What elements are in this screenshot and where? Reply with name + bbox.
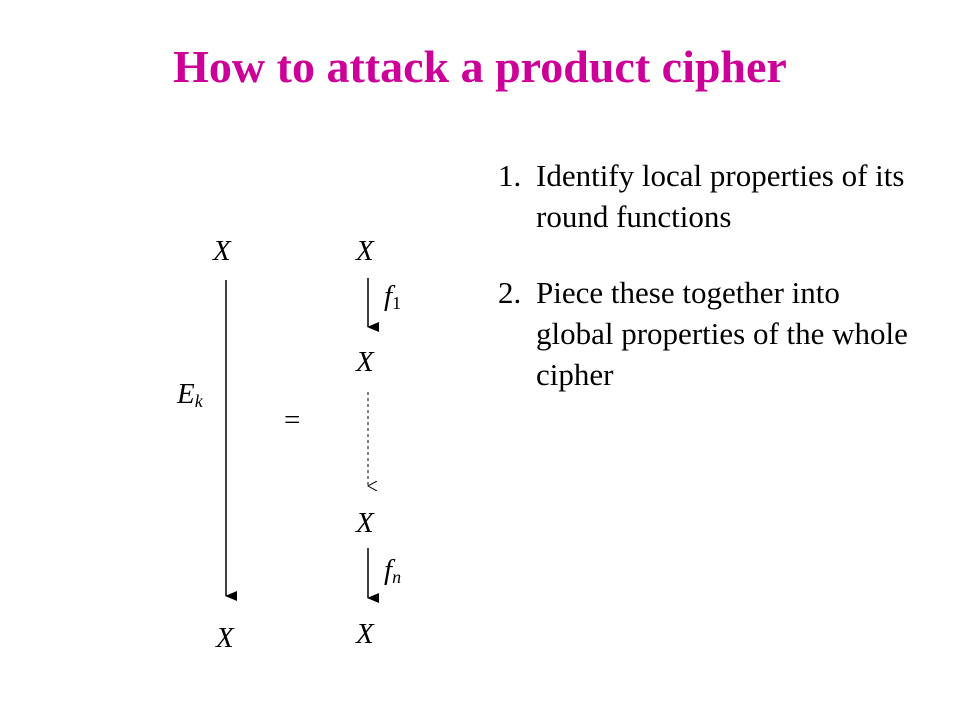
f1-label-main: f — [384, 280, 393, 312]
right-node-x-4: X — [356, 618, 374, 650]
fn-label-main: f — [384, 554, 393, 586]
equals-sign: = — [284, 404, 301, 436]
left-top-x: X — [213, 235, 231, 267]
left-bottom-x: X — [216, 622, 234, 654]
fn-label: fn — [384, 554, 402, 587]
ek-label-main: E — [177, 378, 195, 410]
step-1-text: Identify local properties of its round f… — [536, 158, 905, 234]
f1-label: f1 — [384, 280, 402, 313]
steps-list: 1. Identify local properties of its roun… — [498, 155, 918, 430]
step-2: 2. Piece these together into global prop… — [498, 272, 918, 395]
right-node-x-1: X — [356, 235, 374, 267]
ek-label-sub: k — [194, 391, 203, 411]
step-1: 1. Identify local properties of its roun… — [498, 155, 918, 237]
step-2-text: Piece these together into global propert… — [536, 275, 908, 392]
f1-label-sub: 1 — [392, 293, 402, 313]
ek-label: Ek — [177, 378, 203, 411]
slide-title: How to attack a product cipher — [173, 41, 787, 92]
right-node-x-2: X — [356, 346, 374, 378]
step-1-number: 1. — [498, 158, 522, 193]
fn-label-sub: n — [392, 567, 402, 587]
right-node-x-3: X — [356, 507, 374, 539]
step-2-number: 2. — [498, 275, 522, 310]
